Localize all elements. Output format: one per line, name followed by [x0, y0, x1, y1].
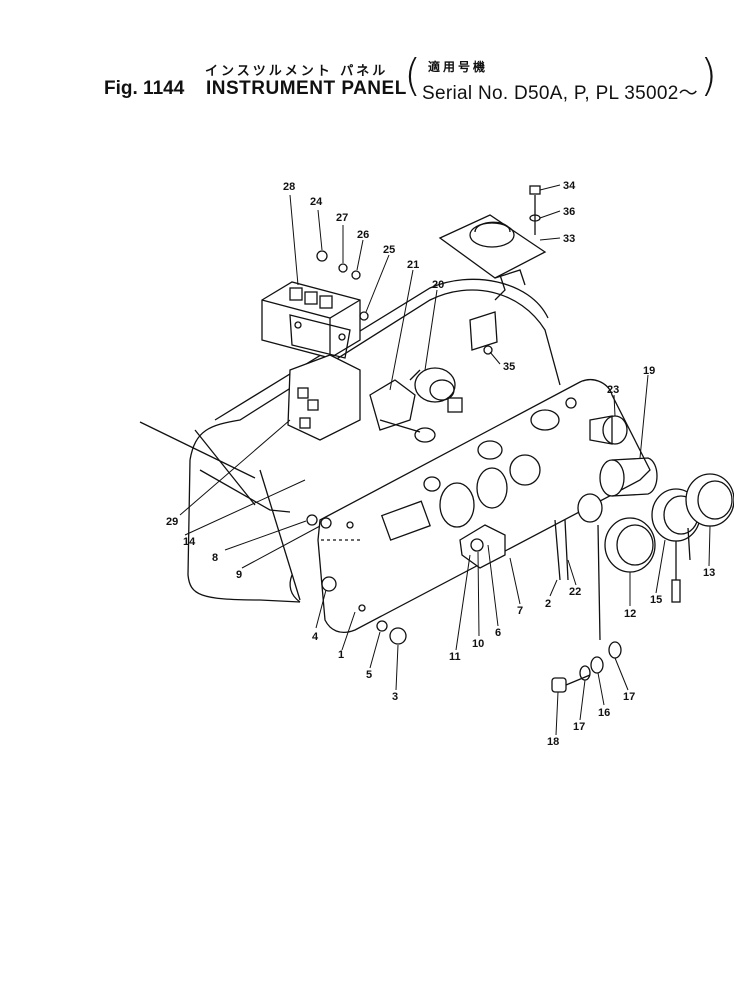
washer-8 — [306, 514, 318, 526]
part-label: 8 — [212, 552, 218, 564]
washer-27 — [338, 263, 348, 273]
washer-17b — [608, 641, 622, 659]
part-label: 22 — [569, 586, 581, 598]
washer-5 — [376, 620, 388, 632]
bolt-4 — [321, 576, 337, 592]
nut-9 — [320, 517, 332, 529]
part-label: 20 — [432, 279, 444, 291]
part-label: 7 — [517, 605, 523, 617]
part-label: 10 — [472, 638, 484, 650]
part-label: 6 — [495, 627, 501, 639]
serial-japanese: 適用号機 — [428, 60, 489, 74]
relay-box — [261, 281, 361, 359]
serial-paren-close: ) — [700, 50, 718, 101]
part-label: 2 — [545, 598, 551, 610]
part-label: 5 — [366, 669, 372, 681]
switch-11 — [459, 524, 506, 569]
header: インスツルメント パネル ( 適用号機 Fig. 1144 INSTRUMENT… — [0, 0, 734, 110]
part-label: 36 — [563, 206, 575, 218]
part-label: 9 — [236, 569, 242, 581]
part-labels: 28 24 27 26 25 21 20 34 36 33 35 19 23 2… — [166, 180, 715, 748]
bolt-18 — [551, 674, 591, 693]
part-label: 27 — [336, 212, 348, 224]
lamp-housing — [599, 457, 658, 497]
part-label: 21 — [407, 259, 419, 271]
lower-relay-box — [287, 354, 361, 441]
bolt-24 — [316, 250, 328, 262]
nut-26 — [351, 270, 361, 280]
part-label: 15 — [650, 594, 662, 606]
part-label: 4 — [312, 631, 319, 643]
nut-16 — [590, 656, 604, 674]
figure-number: Fig. 1144 — [104, 78, 185, 99]
part-label: 19 — [643, 365, 655, 377]
washer-17a — [579, 665, 591, 681]
gauge-12 — [604, 517, 656, 573]
serial-paren-open: ( — [404, 50, 422, 101]
part-label: 28 — [283, 181, 295, 193]
part-label: 1 — [338, 649, 344, 661]
part-label: 13 — [703, 567, 715, 579]
console-body — [139, 278, 561, 603]
part-label: 33 — [563, 233, 575, 245]
title-japanese: インスツルメント パネル — [205, 64, 389, 79]
part-label: 17 — [573, 721, 585, 733]
part-label: 26 — [357, 229, 369, 241]
part-label: 24 — [310, 196, 323, 208]
part-label: 18 — [547, 736, 559, 748]
pilot-lamp — [589, 415, 628, 445]
horn — [438, 185, 547, 301]
starter-switch — [409, 367, 463, 413]
knob-3 — [389, 627, 407, 645]
serial-number: Serial No. D50A, P, PL 35002～ — [422, 83, 698, 104]
screw-25 — [359, 311, 369, 321]
horn-bracket — [469, 311, 498, 355]
gauge-13 — [685, 473, 734, 561]
leader-lines — [179, 184, 711, 736]
part-label: 34 — [563, 180, 576, 192]
light-switch — [369, 379, 436, 443]
part-label: 14 — [183, 536, 196, 548]
part-label: 11 — [449, 651, 461, 663]
part-label: 23 — [607, 384, 619, 396]
part-label: 17 — [623, 691, 635, 703]
part-label: 16 — [598, 707, 610, 719]
part-label: 35 — [503, 361, 515, 373]
part-label: 3 — [392, 691, 398, 703]
instrument-panel-plate — [317, 379, 651, 634]
part-label: 12 — [624, 608, 636, 620]
page-title: INSTRUMENT PANEL — [206, 78, 407, 99]
part-label: 29 — [166, 516, 178, 528]
cable-assembly — [554, 493, 603, 641]
part-label: 25 — [383, 244, 395, 256]
